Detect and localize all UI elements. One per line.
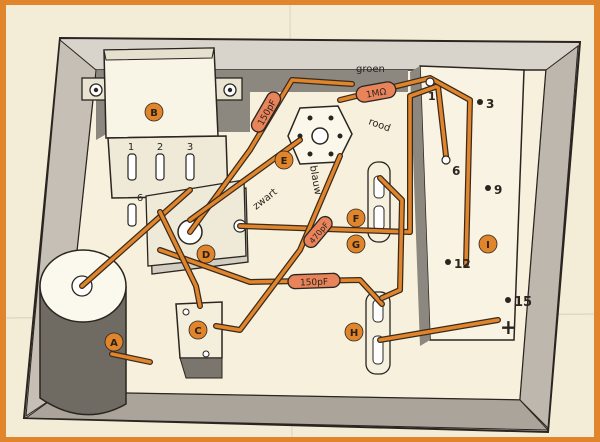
wire-2 — [80, 188, 192, 288]
terminal-board-edge — [410, 66, 430, 346]
marker-c: C — [194, 326, 201, 337]
terminal-block — [175, 301, 223, 379]
tube-socket-pin-4 — [328, 151, 334, 157]
chassis-bottom-wall — [24, 391, 550, 431]
board-pin-9-label: 9 — [494, 183, 502, 197]
marker-a-circle — [104, 332, 124, 352]
tube-socket-pin-6 — [297, 133, 303, 139]
lug-lower-b — [372, 335, 384, 365]
pin-3-slot — [185, 153, 195, 181]
wire-label-blauw: blauw — [307, 165, 323, 196]
board-pin-12-hole — [445, 259, 451, 265]
capacitor-bottom: 150pF — [287, 272, 341, 290]
marker-d: D — [202, 250, 210, 261]
marker-g: G — [352, 240, 360, 251]
marker-c-circle — [188, 320, 208, 340]
transformer-can-top — [103, 47, 215, 61]
terminal-block-screw-bottom — [202, 350, 210, 358]
marker-f-circle — [346, 208, 366, 228]
border-bottom — [0, 437, 600, 442]
marker-h: H — [350, 328, 358, 339]
wire-6 — [214, 154, 342, 332]
board-pin-1-hole — [425, 77, 435, 87]
pin-label-1: 1 — [128, 142, 134, 153]
marker-f: F — [353, 214, 360, 225]
wire-11 — [378, 176, 404, 300]
terminal-block-side — [179, 357, 223, 379]
marker-b-circle — [144, 102, 164, 122]
tube-socket-pin-2 — [328, 115, 334, 121]
wires — [79, 75, 501, 365]
marker-e: E — [281, 156, 288, 167]
tube-socket-center — [311, 127, 329, 145]
marker-g-circle — [346, 234, 366, 254]
transformer-can — [103, 47, 219, 139]
wire-label-groen: groen — [356, 64, 385, 75]
board-pin-3-label: 3 — [486, 97, 494, 111]
board-pin-6-hole — [441, 155, 451, 165]
marker-a: A — [110, 338, 118, 349]
tube-socket-pin-3 — [337, 133, 343, 139]
cylinder-body — [40, 286, 126, 415]
marker-i-circle — [478, 234, 498, 254]
resistor-label: 1MΩ — [365, 87, 387, 100]
tube-socket-pin-5 — [307, 151, 313, 157]
tube-socket — [287, 105, 353, 165]
board-pin-6-label: 6 — [452, 164, 460, 178]
border-left — [0, 0, 6, 442]
pin-6-slot — [127, 203, 137, 227]
marker-i: I — [486, 240, 490, 251]
bracket-screw-left-dot — [93, 87, 99, 93]
marker-h-circle — [344, 322, 364, 342]
lug-upper-b — [373, 205, 385, 231]
board-pin-9-hole — [485, 185, 491, 191]
board-pin-15-hole — [505, 297, 511, 303]
terminal-block-screw-top — [182, 308, 190, 316]
wire-8 — [378, 318, 500, 342]
marker-b: B — [150, 108, 158, 119]
wire-4 — [238, 84, 448, 234]
pin-label-2: 2 — [157, 142, 163, 153]
chassis-right-wall — [519, 44, 579, 430]
capacitor-bottom-body — [287, 272, 341, 290]
border-top — [0, 0, 600, 5]
capacitor-mid-body — [303, 215, 333, 249]
cylinder-capacitor — [39, 249, 127, 416]
resistor: 1MΩ — [355, 81, 397, 103]
marker-d-circle — [196, 244, 216, 264]
capacitor-bottom-label: 150pF — [300, 278, 328, 289]
pin-2-slot — [155, 153, 165, 181]
pin-label-3: 3 — [187, 142, 193, 153]
board-plus-sign: + — [500, 315, 517, 339]
tube-socket-pin-1 — [307, 115, 313, 121]
pin-label-6: 6 — [137, 193, 143, 204]
wire-10 — [158, 210, 202, 308]
board-pins: 1 3 6 9 12 15 + — [425, 77, 532, 339]
resistor-body — [355, 81, 397, 103]
component-markers: B A C D E F G H I — [104, 102, 498, 352]
bracket-screw-right-dot — [227, 87, 233, 93]
board-pin-15-label: 15 — [514, 295, 532, 310]
board-pin-12-label: 12 — [454, 257, 471, 271]
pin-1-slot — [127, 153, 137, 181]
board-pin-3-hole — [477, 99, 483, 105]
transformer — [81, 47, 243, 199]
cylinder-outline — [39, 286, 127, 416]
board-pin-1-label: 1 — [428, 90, 436, 103]
lug-strip-lower — [365, 291, 391, 375]
marker-e-circle — [274, 150, 294, 170]
wire-9 — [110, 352, 152, 364]
border-right — [594, 0, 600, 442]
